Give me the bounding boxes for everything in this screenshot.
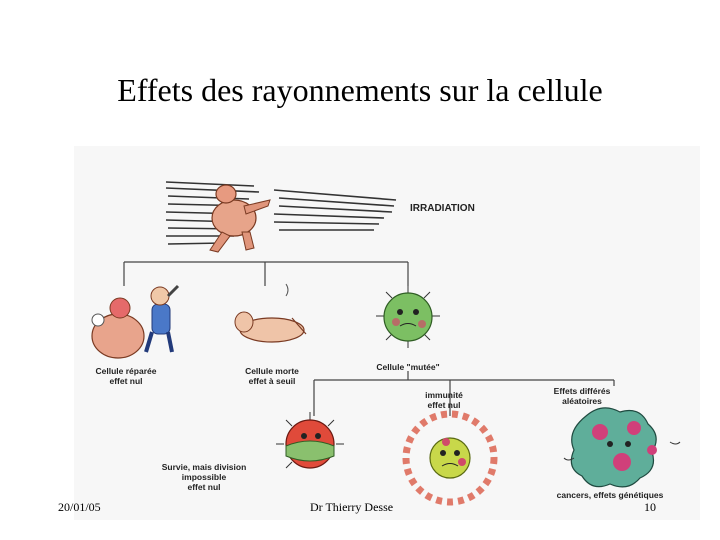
label-irradiation: IRRADIATION	[410, 203, 475, 214]
label-immunity-title: immunité	[425, 390, 463, 400]
footer-date: 20/01/05	[58, 500, 101, 514]
label-survival-effect: effet nul	[187, 482, 221, 492]
label-survival-title: Survie, mais division	[161, 462, 247, 472]
label-delayed-effects: Effets différés aléatoires	[534, 386, 630, 406]
label-survival-subtitle: impossible	[181, 472, 227, 482]
cancer-cell-illustration	[563, 407, 681, 488]
label-delayed-effects-title: Effets différés	[553, 386, 611, 396]
label-dead-cell: Cellule morte effet à seuil	[226, 366, 318, 386]
label-immunity: immunité effet nul	[404, 390, 484, 410]
mutated-cell-illustration	[376, 286, 440, 348]
radiation-effects-diagram: IRRADIATION Cellule réparée effet nul Ce…	[74, 146, 700, 520]
label-dead-cell-effect: effet à seuil	[248, 376, 296, 386]
irradiated-cell-character	[209, 184, 271, 253]
dead-cell-illustration	[234, 283, 307, 343]
immunity-ring-illustration	[402, 410, 498, 506]
label-cancers: cancers, effets génétiques	[556, 490, 664, 500]
label-mutated-cell: Cellule "mutée"	[376, 362, 440, 372]
radiation-streaks	[165, 181, 397, 245]
footer-author: Dr Thierry Desse	[310, 500, 394, 514]
label-repaired-cell-effect: effet nul	[109, 376, 143, 386]
footer-page-number: 10	[644, 500, 656, 514]
label-repaired-cell: Cellule réparée effet nul	[80, 366, 172, 386]
label-dead-cell-title: Cellule morte	[245, 366, 299, 376]
label-delayed-effects-subtitle: aléatoires	[562, 396, 602, 406]
label-repaired-cell-title: Cellule réparée	[95, 366, 157, 376]
label-immunity-effect: effet nul	[427, 400, 461, 410]
label-survival: Survie, mais division impossible effet n…	[148, 462, 260, 492]
diagram-artwork	[91, 181, 681, 506]
non-dividing-cell-illustration	[276, 412, 344, 469]
slide-title: Effets des rayonnements sur la cellule	[117, 72, 603, 108]
branch-lines	[123, 261, 615, 416]
repaired-cell-illustration	[91, 284, 180, 359]
